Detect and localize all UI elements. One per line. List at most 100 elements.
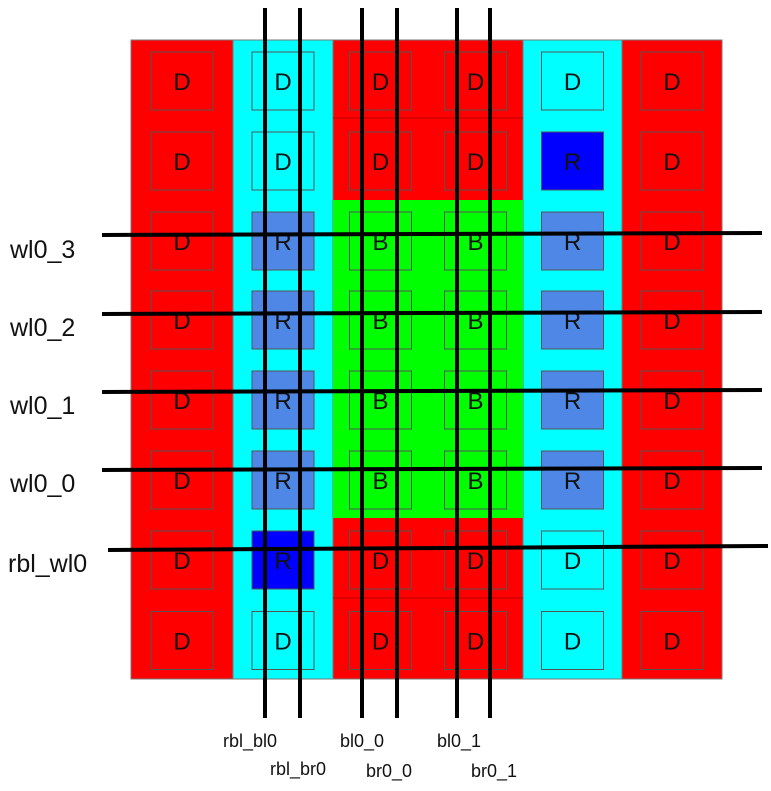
dummy-cell [640, 611, 704, 670]
replica-cell-label: R [564, 308, 581, 335]
dummy-cell [349, 131, 412, 191]
dummy-cell [150, 370, 214, 430]
dummy-cell-label: D [372, 69, 389, 96]
dummy-cell-label: D [467, 149, 484, 176]
wordline-label: wl0_2 [9, 314, 75, 342]
dummy-cell-label: D [663, 149, 680, 176]
replica-cell [541, 290, 604, 350]
dummy-cell [251, 51, 315, 111]
replica-cell [251, 370, 315, 430]
dummy-cell-label: D [274, 69, 291, 96]
dummy-cell-label: D [173, 629, 190, 656]
wordline-wl0_1 [101, 388, 763, 394]
dummy-cell-label: D [663, 629, 680, 656]
dummy-cell [541, 530, 604, 590]
dummy-cell [541, 51, 604, 111]
wordline-rbl_wl0 [107, 544, 769, 552]
dummy-cell [349, 51, 412, 111]
dummy-cell [640, 450, 704, 510]
dummy-cell-label: D [564, 548, 581, 575]
dummy-cell-label: D [663, 468, 680, 495]
dummy-cell [541, 611, 604, 670]
dummy-cell-label: D [663, 308, 680, 335]
replica-active-cell [251, 530, 315, 590]
wordline-wl0_2 [101, 310, 763, 316]
bitcell-cell [444, 290, 507, 350]
dummy-cell-label: D [173, 388, 190, 415]
bitline-label: bl0_1 [437, 731, 481, 752]
replica-cell-label: R [274, 468, 291, 495]
dummy-cell-label: D [372, 548, 389, 575]
dummy-cell [150, 450, 214, 510]
replica-cell [541, 211, 604, 271]
dummy-cell [640, 211, 704, 271]
bitline-label: bl0_0 [340, 731, 384, 752]
dummy-cell [150, 290, 214, 350]
replica-active-cell [541, 131, 604, 191]
dummy-cell-label: D [173, 548, 190, 575]
bitcell-cell [349, 290, 412, 350]
replica-cell-label: R [564, 468, 581, 495]
wordline-label: wl0_3 [9, 236, 75, 264]
dummy-cell-label: D [274, 629, 291, 656]
dummy-cell [251, 611, 315, 670]
dummy-cell-label: D [173, 69, 190, 96]
replica-cell [251, 450, 315, 510]
dummy-cell [444, 611, 507, 670]
bitcell-cell [349, 450, 412, 510]
dummy-cell-label: D [564, 69, 581, 96]
dummy-cell [150, 51, 214, 111]
dummy-cell-label: D [467, 548, 484, 575]
bitcell-cell [444, 370, 507, 430]
replica-cell [541, 450, 604, 510]
dummy-cell-label: D [274, 149, 291, 176]
wordline-wl0_0 [101, 466, 763, 472]
bitcell-cell-label: B [372, 468, 388, 495]
replica-active-cell-label: R [564, 149, 581, 176]
replica-active-cell-label: R [274, 548, 291, 575]
dummy-cell-label: D [663, 229, 680, 256]
dummy-cell [150, 530, 214, 590]
dummy-cell [150, 211, 214, 271]
wordline-label: rbl_wl0 [8, 550, 87, 578]
dummy-cell-label: D [663, 388, 680, 415]
label-layer: wl0_3 wl0_2 wl0_1 wl0_0 rbl_wl0 rbl_bl0 rbl_br… [8, 236, 517, 782]
bitcell-cell [444, 450, 507, 510]
dummy-cell-label: D [467, 629, 484, 656]
dummy-cell [444, 131, 507, 191]
dummy-cell-label: D [663, 548, 680, 575]
replica-cell-label: R [564, 388, 581, 415]
replica-cell-label: R [274, 388, 291, 415]
dummy-cell [640, 290, 704, 350]
dummy-cell [640, 131, 704, 191]
replica-cell [251, 290, 315, 350]
bitcell-cell-label: B [467, 468, 483, 495]
wordline-label: wl0_0 [9, 470, 75, 498]
dummy-cell-label: D [372, 149, 389, 176]
wordline-wl0_3 [101, 231, 763, 237]
dummy-cell [640, 370, 704, 430]
wire-layer [101, 8, 769, 718]
dummy-cell-label: D [173, 468, 190, 495]
dummy-cell [150, 611, 214, 670]
bitline-label: rbl_bl0 [223, 731, 277, 752]
bitcell-cell [349, 370, 412, 430]
dummy-cell-label: D [467, 69, 484, 96]
dummy-cell [444, 530, 507, 590]
dummy-cell-label: D [663, 69, 680, 96]
dummy-cell [349, 611, 412, 670]
bitcell-cell [444, 211, 507, 271]
bitcell-cell-label: B [467, 388, 483, 415]
dummy-cell [640, 530, 704, 590]
dummy-cell [251, 131, 315, 191]
dummy-cell-label: D [173, 149, 190, 176]
dummy-cell [444, 51, 507, 111]
wordline-label: wl0_1 [9, 392, 75, 420]
region-layer [130, 39, 723, 680]
bitline-label: br0_1 [471, 761, 517, 782]
bitline-label: br0_0 [366, 761, 412, 782]
dummy-cell-label: D [564, 629, 581, 656]
bitline-label: rbl_br0 [270, 759, 326, 780]
